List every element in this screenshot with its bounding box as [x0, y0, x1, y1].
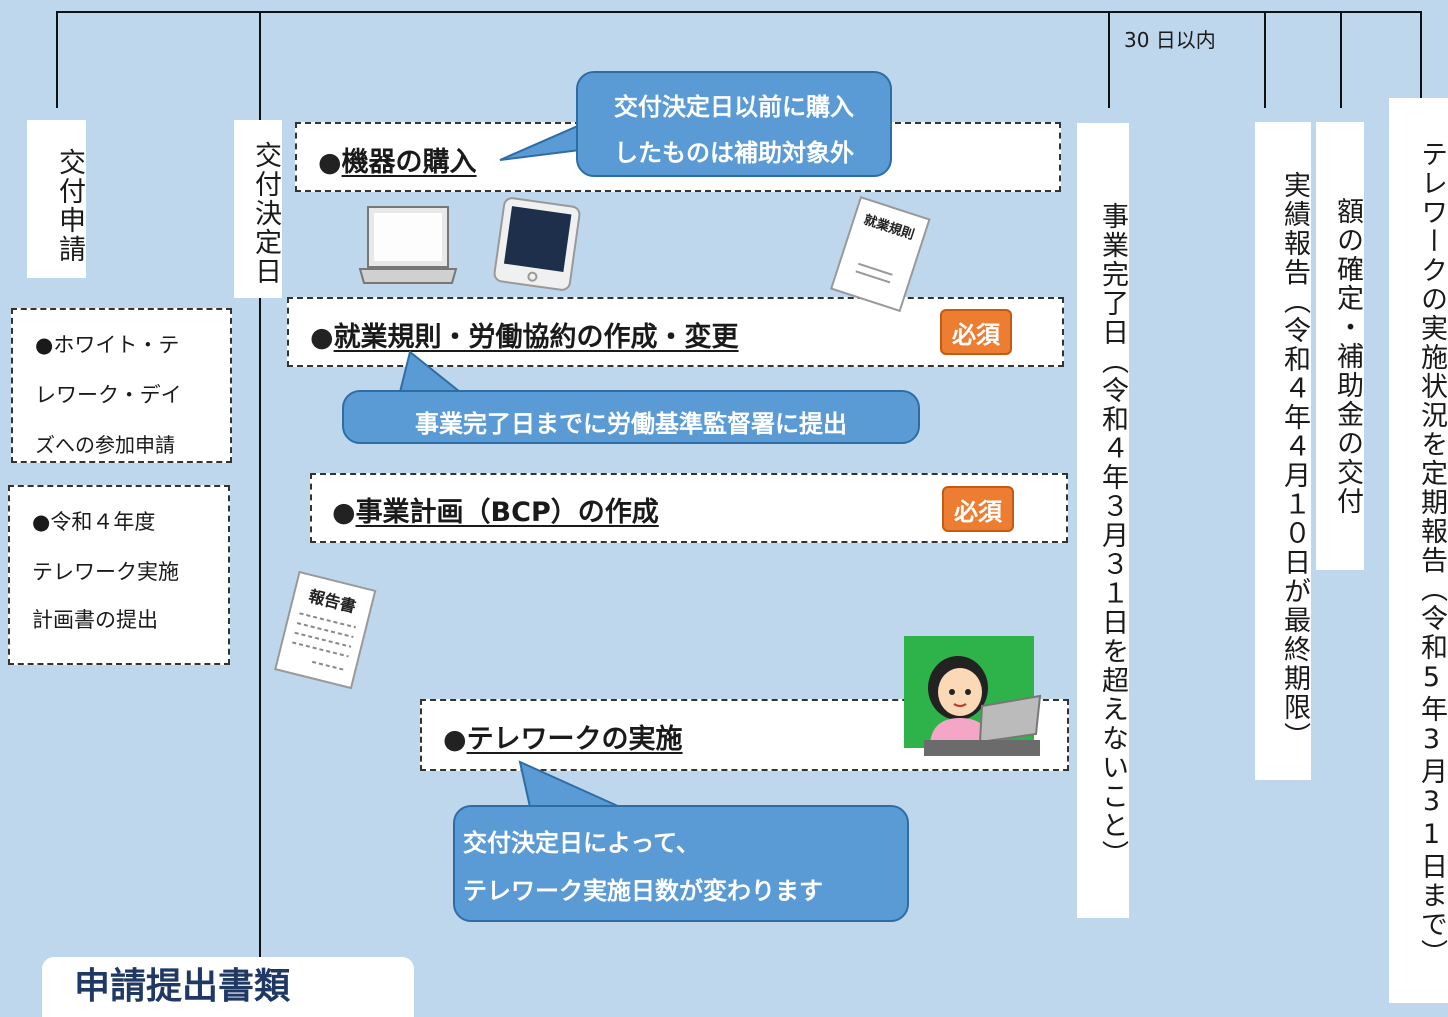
note-telework-plan: ●令和４年度 テレワーク実施 計画書の提出 — [8, 485, 230, 665]
timeline-tick-periodic — [1420, 11, 1422, 99]
timeline-tick-decision — [259, 11, 261, 121]
milestone-grant-confirmation: 額の確定・補助金の交付 — [1316, 122, 1364, 570]
bubble-telework-line1: 交付決定日によって、 — [463, 829, 700, 857]
task-telework: ●テレワークの実施 — [443, 717, 683, 756]
thirty-days-label: 30 日以内 — [1124, 28, 1216, 52]
task-rules: ●就業規則・労働協約の作成・変更 — [310, 315, 739, 354]
note2-line2: テレワーク実施 — [32, 560, 179, 584]
milestone-periodic-report: テレワークの実施状況を定期報告（令和5年3月31日まで） — [1389, 98, 1448, 1003]
milestone-application: 交付申請 — [27, 120, 86, 278]
bullet-icon: ● — [332, 497, 356, 528]
task-equipment-label: 機器の購入 — [341, 147, 477, 178]
milestone-results-report: 実績報告（令和４年４月１０日が最終期限） — [1255, 122, 1311, 780]
timeline-tick-grant — [1340, 11, 1342, 108]
note2-line3: 計画書の提出 — [32, 608, 158, 632]
note1-line1: ●ホワイト・テ — [35, 333, 180, 357]
required-badge-bcp: 必須 — [942, 486, 1014, 532]
task-bcp-label: 事業計画（BCP）の作成 — [355, 497, 659, 528]
task-telework-label: テレワークの実施 — [466, 724, 683, 755]
timeline-tick-report — [1264, 11, 1266, 108]
required-badge-rules: 必須 — [940, 309, 1012, 355]
bubble-rules-text: 事業完了日までに労働基準監督署に提出 — [415, 410, 847, 438]
note1-line3: ズへの参加申請 — [35, 433, 175, 457]
telework-person-icon — [904, 636, 1042, 756]
bullet-icon: ● — [310, 322, 334, 353]
note1-line2: レワーク・デイ — [35, 383, 182, 407]
rules-document-icon: 就業規則 — [829, 196, 931, 313]
bubble-telework-note: 交付決定日によって、 テレワーク実施日数が変わります — [453, 805, 909, 922]
note2-line1: ●令和４年度 — [32, 510, 156, 534]
bullet-icon: ● — [443, 724, 467, 755]
laptop-icon — [358, 206, 458, 284]
bullet-icon: ● — [318, 147, 342, 178]
report-document-icon: 報告書 — [274, 570, 377, 690]
bubble-equipment-line1: 交付決定日以前に購入 — [614, 93, 854, 121]
tablet-icon — [493, 197, 581, 291]
task-rules-label: 就業規則・労働協約の作成・変更 — [333, 322, 739, 353]
task-equipment: ●機器の購入 — [318, 140, 477, 179]
submission-documents-title: 申請提出書類 — [42, 957, 414, 1017]
timeline-top-line — [56, 11, 1422, 13]
task-bcp: ●事業計画（BCP）の作成 — [332, 490, 659, 529]
bubble-equipment-line2: したものは補助対象外 — [614, 139, 854, 167]
timeline-tick-completion — [1108, 11, 1110, 108]
timeline-tick-application — [56, 11, 58, 108]
timeline-decision-long-line — [259, 296, 261, 962]
milestone-completion-date: 事業完了日（令和４年３月３１日を超えないこと） — [1077, 123, 1129, 918]
bubble-equipment-note: 交付決定日以前に購入 したものは補助対象外 — [576, 71, 892, 177]
milestone-decision-date: 交付決定日 — [234, 120, 282, 298]
bubble-rules-note: 事業完了日までに労働基準監督署に提出 — [342, 390, 920, 444]
task-box-rules — [287, 297, 1064, 367]
task-box-bcp — [310, 473, 1068, 543]
note-white-telework-days: ●ホワイト・テ レワーク・デイ ズへの参加申請 — [11, 308, 232, 463]
bubble-telework-line2: テレワーク実施日数が変わります — [463, 877, 823, 905]
